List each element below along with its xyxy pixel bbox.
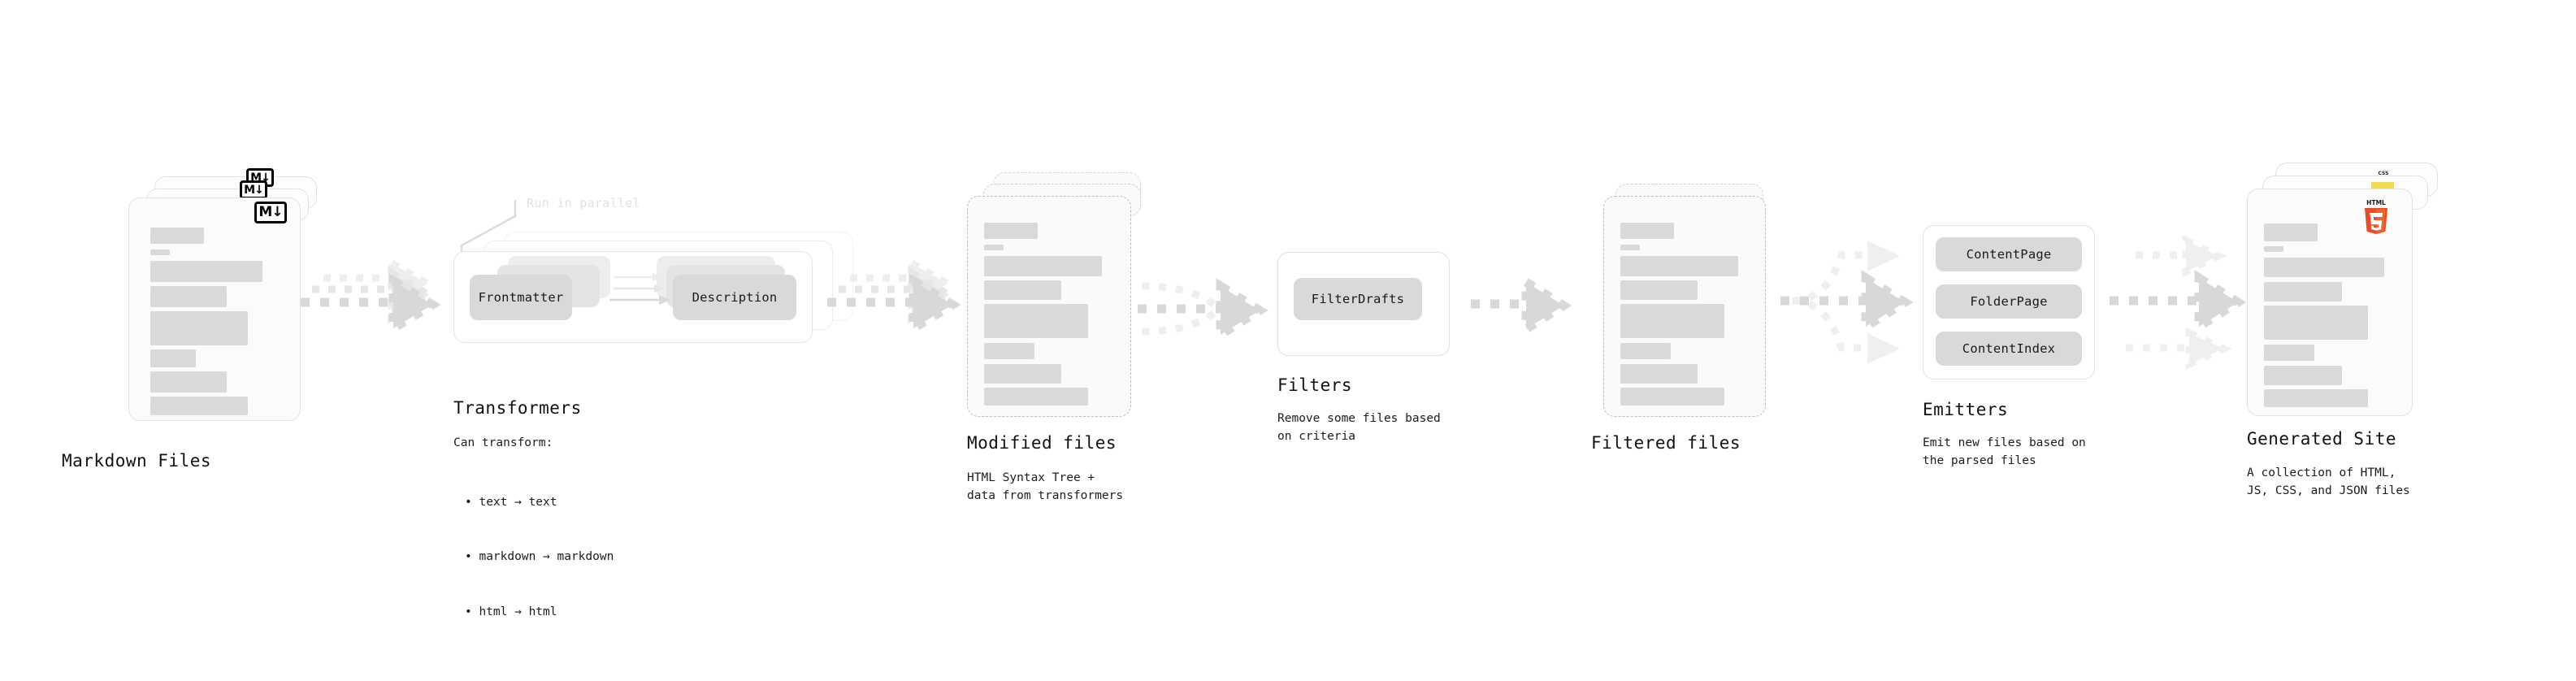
stage-title-transformers: Transformers: [453, 398, 582, 418]
stage-title-filtered-files: Filtered files: [1591, 433, 1741, 453]
content-bar: [1620, 245, 1640, 250]
transformer-inner-arrows: [609, 273, 670, 305]
content-bar: [150, 286, 227, 307]
html5-badge-label: HTML: [2366, 199, 2386, 206]
content-bar: [150, 228, 204, 244]
content-bar: [2264, 246, 2283, 252]
content-bar: [150, 311, 248, 345]
content-bar: [150, 371, 227, 393]
content-bar: [984, 304, 1088, 338]
stage-subtitle-modified-files: HTML Syntax Tree + data from transformer…: [967, 471, 1124, 502]
arrow-markdown-to-transformers: [301, 257, 441, 336]
markdown-badge-front: M↓: [254, 202, 287, 223]
stage-title-emitters: Emitters: [1923, 400, 2009, 419]
content-bar: [1620, 343, 1671, 359]
content-bar: [984, 280, 1061, 300]
content-bar: [984, 245, 1004, 250]
css-badge-label: CSS: [2378, 171, 2389, 176]
content-bar: [984, 343, 1034, 359]
stage-title-modified-files: Modified files: [967, 433, 1117, 453]
arrow-emitters-to-generated-site: [2110, 234, 2247, 370]
arrow-modified-files-to-filters: [1138, 278, 1268, 343]
content-bar: [1620, 223, 1674, 239]
filter-chip-filterdrafts[interactable]: FilterDrafts: [1294, 278, 1422, 320]
markdown-card-front: [128, 197, 301, 421]
content-bar: [2264, 282, 2342, 301]
emitter-chip-folderpage[interactable]: FolderPage: [1936, 284, 2082, 319]
content-bar: [150, 249, 170, 255]
content-bar: [2264, 366, 2342, 385]
transformers-bullet-list: • text → text • markdown → markdown • ht…: [465, 457, 614, 657]
transformers-bullet-item: • html → html: [465, 605, 557, 618]
content-bar: [1620, 304, 1724, 338]
stage-title-markdown-files: Markdown Files: [62, 451, 212, 471]
content-bar: [150, 261, 262, 282]
stage-subtitle-emitters: Emit new files based on the parsed files: [1923, 436, 2086, 467]
content-bar: [2264, 345, 2314, 361]
modified-card-front: [967, 196, 1131, 417]
content-bar: [2264, 223, 2318, 241]
transformers-bullet-item: • text → text: [465, 495, 557, 509]
content-bar: [2264, 306, 2368, 340]
generated-card-front: [2247, 189, 2413, 416]
arrow-filters-to-filtered-files: [1471, 274, 1572, 337]
content-bar: [2264, 389, 2368, 407]
markdown-badge-back-1: M↓: [240, 180, 267, 199]
content-bar: [1620, 388, 1724, 406]
filtered-card-front: [1603, 196, 1766, 417]
arrow-filtered-files-to-emitters: [1780, 241, 1914, 364]
content-bar: [150, 397, 248, 415]
content-bar: [2264, 258, 2384, 277]
content-bar: [984, 256, 1102, 276]
content-bar: [1620, 280, 1698, 300]
emitter-chip-contentpage[interactable]: ContentPage: [1936, 237, 2082, 271]
content-bar: [150, 349, 196, 367]
stage-title-filters: Filters: [1277, 375, 1353, 395]
arrow-transformers-to-modified-files: [827, 257, 961, 336]
content-bar: [1620, 256, 1738, 276]
content-bar: [1620, 364, 1698, 384]
content-bar: [984, 388, 1088, 406]
transformer-chip-frontmatter[interactable]: Frontmatter: [470, 275, 572, 320]
stage-title-generated-site: Generated Site: [2247, 429, 2397, 449]
transformers-bullet-item: • markdown → markdown: [465, 550, 614, 564]
transformer-chip-description[interactable]: Description: [673, 275, 796, 320]
content-bar: [984, 364, 1061, 384]
stage-subtitle-transformers: Can transform:: [453, 436, 553, 449]
emitter-chip-contentindex[interactable]: ContentIndex: [1936, 332, 2082, 366]
content-bar: [984, 223, 1038, 239]
stage-subtitle-generated-site: A collection of HTML, JS, CSS, and JSON …: [2247, 466, 2410, 497]
run-in-parallel-label: Run in parallel: [527, 196, 640, 210]
stage-subtitle-filters: Remove some files based on criteria: [1277, 412, 1441, 443]
html5-badge: HTML: [2365, 199, 2387, 234]
